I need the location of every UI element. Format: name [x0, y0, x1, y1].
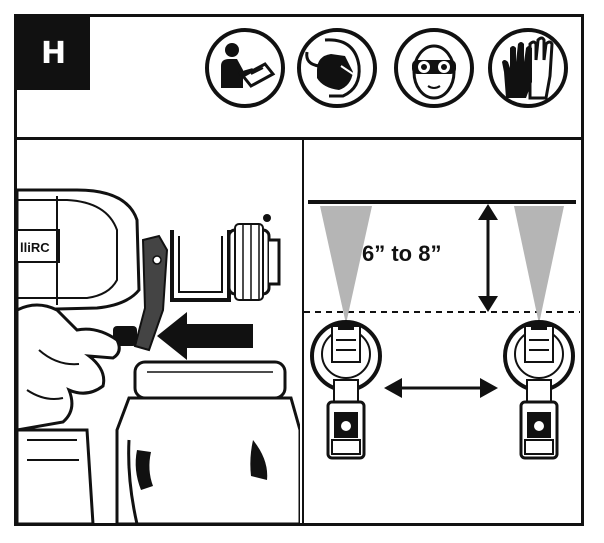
device-brand-label: lliRC [20, 240, 50, 255]
target-surface-line [308, 200, 576, 204]
instruction-frame: H [14, 14, 584, 526]
spray-distance-label: 6” to 8” [362, 241, 442, 266]
sprayer-attachment-illustration: lliRC [17, 188, 300, 524]
protective-gloves-icon [486, 26, 570, 110]
step-label: H [40, 36, 67, 71]
sprayer-front-right [503, 320, 575, 460]
panel-divider [302, 140, 304, 526]
spray-cone-right [514, 206, 564, 324]
spray-distance-diagram [304, 200, 580, 460]
header-divider [17, 137, 581, 140]
read-manual-icon [203, 26, 287, 110]
side-to-side-arrow [384, 378, 498, 398]
respirator-mask-icon [295, 26, 379, 110]
distance-arrow [478, 204, 498, 312]
sprayer-front-left [310, 320, 382, 460]
safety-goggles-icon [392, 26, 476, 110]
spray-cone-left [320, 206, 372, 324]
step-badge: H [17, 17, 90, 90]
